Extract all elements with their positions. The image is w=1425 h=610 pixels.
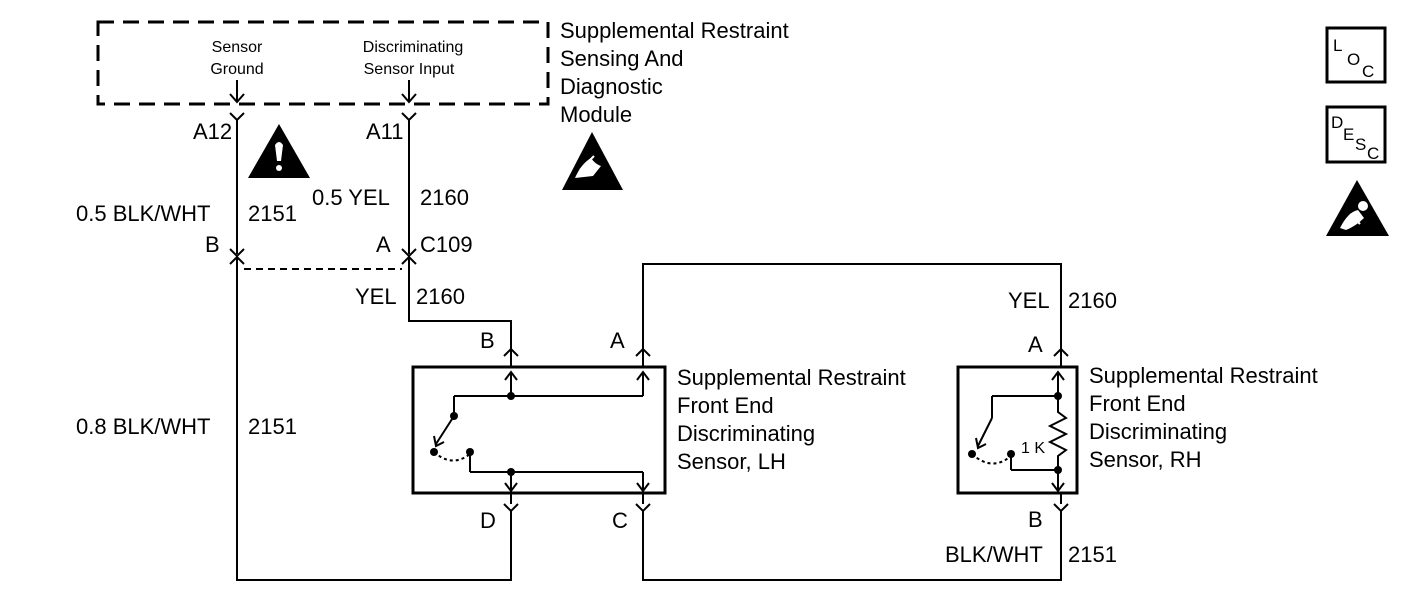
loc-symbol: L O C [1325, 26, 1387, 84]
wire-blk-wht-rh-label: BLK/WHT [945, 542, 1043, 567]
sensor-ground-arrow [229, 80, 245, 104]
lh-junction-dots [430, 392, 515, 476]
wire-yel-a-label: YEL [355, 284, 397, 309]
caution-icon [248, 124, 310, 178]
desc-symbol: D E S C [1325, 105, 1387, 164]
rh-pin-a: A [1028, 332, 1043, 357]
rh-sensor-name-2: Front End [1089, 391, 1186, 416]
wire-blk-wht-rh-circuit: 2151 [1068, 542, 1117, 567]
wire-yel-to-lh-b [408, 258, 512, 356]
wire-blk-wht-05-label: 0.5 BLK/WHT [76, 201, 210, 226]
svg-text:L: L [1333, 36, 1342, 55]
rh-internal-circuit [971, 370, 1069, 493]
module-name-2: Sensing And [560, 46, 684, 71]
rh-resistor-label: 1 K [1021, 440, 1045, 457]
wire-yel-b-circuit: 2160 [1068, 288, 1117, 313]
lh-sensor-name-2: Front End [677, 393, 774, 418]
wire-yel-05-circuit: 2160 [420, 185, 469, 210]
rh-sensor-name-1: Supplemental Restraint [1089, 363, 1318, 388]
airbag-warning-icon [1326, 180, 1389, 236]
rh-junction-dots [968, 392, 1062, 474]
wire-blk-wht-08-circuit: 2151 [248, 414, 297, 439]
lh-sensor-name-4: Sensor, LH [677, 449, 786, 474]
lh-terminals [503, 347, 651, 513]
wire-yel-a-circuit: 2160 [416, 284, 465, 309]
lh-sensor-name-1: Supplemental Restraint [677, 365, 906, 390]
pin-a11: A11 [366, 119, 404, 144]
wire-yel-b-label: YEL [1008, 288, 1050, 313]
rh-pin-b: B [1028, 507, 1043, 532]
wire-blk-wht-lh-to-rh [642, 510, 1062, 581]
esd-icon [562, 132, 623, 190]
rh-terminals [1053, 347, 1069, 513]
svg-text:E: E [1343, 125, 1354, 144]
svg-text:D: D [1331, 113, 1343, 132]
c109-connector [229, 248, 417, 270]
rh-sensor-name-4: Sensor, RH [1089, 447, 1202, 472]
module-name-4: Module [560, 102, 632, 127]
lh-sensor-box [411, 365, 667, 495]
module-outline [96, 20, 550, 106]
pin-a11-terminal [401, 112, 417, 122]
rh-sensor-box [956, 365, 1079, 495]
disc-input-arrow [401, 80, 417, 104]
lh-pin-b: B [480, 328, 495, 353]
c109-label: C109 [420, 232, 473, 257]
wire-yel-05-label: 0.5 YEL [312, 185, 390, 210]
disc-input-label-1: Discriminating [363, 39, 463, 56]
lh-sensor-name-3: Discriminating [677, 421, 815, 446]
module-name-1: Supplemental Restraint [560, 18, 789, 43]
svg-text:O: O [1347, 50, 1360, 69]
lh-pin-a: A [610, 328, 625, 353]
sensor-ground-label-2: Ground [210, 61, 263, 78]
wire-blk-wht-08-label: 0.8 BLK/WHT [76, 414, 210, 439]
svg-text:C: C [1362, 62, 1374, 81]
wire-blk-wht-05-circuit: 2151 [248, 201, 297, 226]
lh-pin-c: C [612, 508, 628, 533]
wire-yel-lh-to-rh [642, 263, 1062, 356]
lh-internal-circuit [433, 370, 650, 493]
svg-text:C: C [1367, 144, 1379, 163]
disc-input-label-2: Sensor Input [364, 61, 455, 78]
lh-pin-d: D [480, 508, 496, 533]
rh-sensor-name-3: Discriminating [1089, 419, 1227, 444]
sensor-ground-label-1: Sensor [212, 39, 263, 56]
svg-text:S: S [1355, 135, 1366, 154]
c109-pin-a: A [376, 232, 391, 257]
c109-pin-b: B [205, 232, 220, 257]
module-name-3: Diagnostic [560, 74, 663, 99]
wire-blk-wht-lower [236, 258, 512, 581]
pin-a12: A12 [193, 119, 232, 144]
